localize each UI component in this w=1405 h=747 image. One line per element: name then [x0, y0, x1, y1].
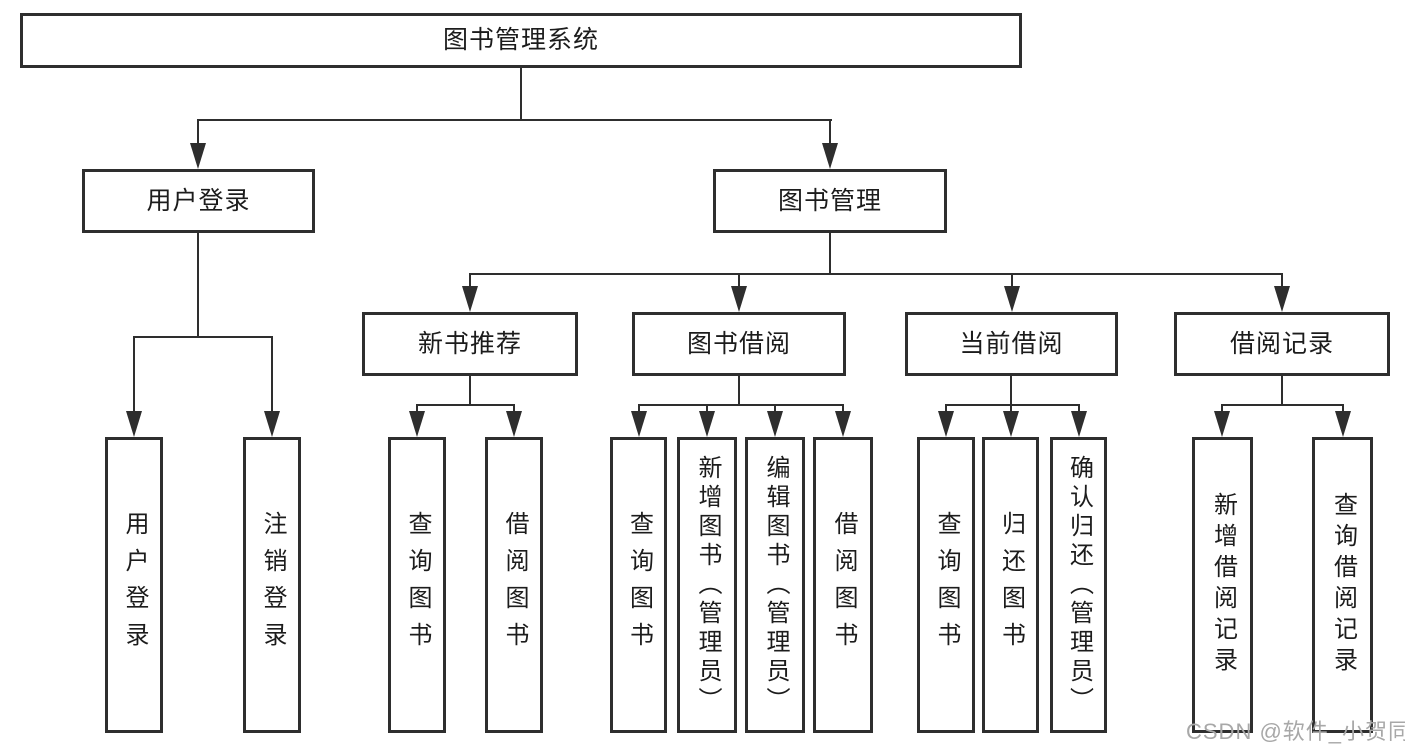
arrow-down-icon: [767, 411, 783, 437]
connector-line: [197, 119, 832, 121]
connector-line: [197, 119, 199, 145]
watermark: CSDN @软件_小贺同学: [1186, 719, 1405, 744]
connector-line: [1281, 273, 1283, 288]
connector-line: [416, 404, 515, 406]
arrow-down-icon: [822, 143, 838, 169]
connector-line: [469, 273, 1283, 275]
connector-line: [1010, 404, 1012, 413]
arrow-down-icon: [1004, 286, 1020, 312]
node-root: 图书管理系统: [20, 13, 1022, 68]
connector-line: [945, 404, 1080, 406]
leaf-borrow-books-2: 借阅图书: [813, 437, 873, 733]
connector-line: [1342, 404, 1344, 413]
leaf-borrow-books-1: 借阅图书: [485, 437, 543, 733]
connector-line: [1221, 404, 1223, 413]
arrow-down-icon: [409, 411, 425, 437]
connector-line: [738, 376, 740, 404]
node-borrow-records: 借阅记录: [1174, 312, 1390, 376]
node-new-book-recommend: 新书推荐: [362, 312, 578, 376]
leaf-return-book: 归还图书: [982, 437, 1039, 733]
connector-line: [133, 336, 135, 413]
connector-line: [271, 336, 273, 413]
leaf-add-book-admin: 新增图书（管理员）: [677, 437, 737, 733]
leaf-query-borrow-record: 查询借阅记录: [1312, 437, 1373, 733]
arrow-down-icon: [631, 411, 647, 437]
node-book-management: 图书管理: [713, 169, 947, 233]
connector-line: [416, 404, 418, 413]
arrow-down-icon: [938, 411, 954, 437]
arrow-down-icon: [190, 143, 206, 169]
connector-line: [469, 376, 471, 404]
leaf-query-books-2: 查询图书: [610, 437, 667, 733]
node-book-borrowing: 图书借阅: [632, 312, 846, 376]
node-user-login: 用户登录: [82, 169, 315, 233]
arrow-down-icon: [264, 411, 280, 437]
arrow-down-icon: [126, 411, 142, 437]
connector-line: [1010, 376, 1012, 404]
leaf-edit-book-admin: 编辑图书（管理员）: [745, 437, 805, 733]
arrow-down-icon: [699, 411, 715, 437]
leaf-logout: 注销登录: [243, 437, 301, 733]
connector-line: [842, 404, 844, 413]
leaf-user-login: 用户登录: [105, 437, 163, 733]
connector-line: [1078, 404, 1080, 413]
leaf-query-books-1: 查询图书: [388, 437, 446, 733]
leaf-add-borrow-record: 新增借阅记录: [1192, 437, 1253, 733]
connector-line: [520, 68, 522, 119]
arrow-down-icon: [506, 411, 522, 437]
connector-line: [829, 233, 831, 273]
connector-line: [638, 404, 640, 413]
connector-line: [133, 336, 273, 338]
arrow-down-icon: [1335, 411, 1351, 437]
connector-line: [1281, 376, 1283, 404]
arrow-down-icon: [731, 286, 747, 312]
connector-line: [1011, 273, 1013, 288]
connector-line: [638, 404, 844, 406]
arrow-down-icon: [1214, 411, 1230, 437]
connector-line: [774, 404, 776, 413]
leaf-query-books-3: 查询图书: [917, 437, 975, 733]
arrow-down-icon: [835, 411, 851, 437]
connector-line: [469, 273, 471, 288]
arrow-down-icon: [1003, 411, 1019, 437]
connector-line: [706, 404, 708, 413]
leaf-confirm-return-admin: 确认归还（管理员）: [1050, 437, 1107, 733]
connector-line: [197, 233, 199, 336]
arrow-down-icon: [1274, 286, 1290, 312]
connector-line: [738, 273, 740, 288]
connector-line: [1221, 404, 1344, 406]
connector-line: [829, 119, 831, 145]
node-current-borrowing: 当前借阅: [905, 312, 1118, 376]
connector-line: [945, 404, 947, 413]
connector-line: [513, 404, 515, 413]
arrow-down-icon: [1071, 411, 1087, 437]
arrow-down-icon: [462, 286, 478, 312]
